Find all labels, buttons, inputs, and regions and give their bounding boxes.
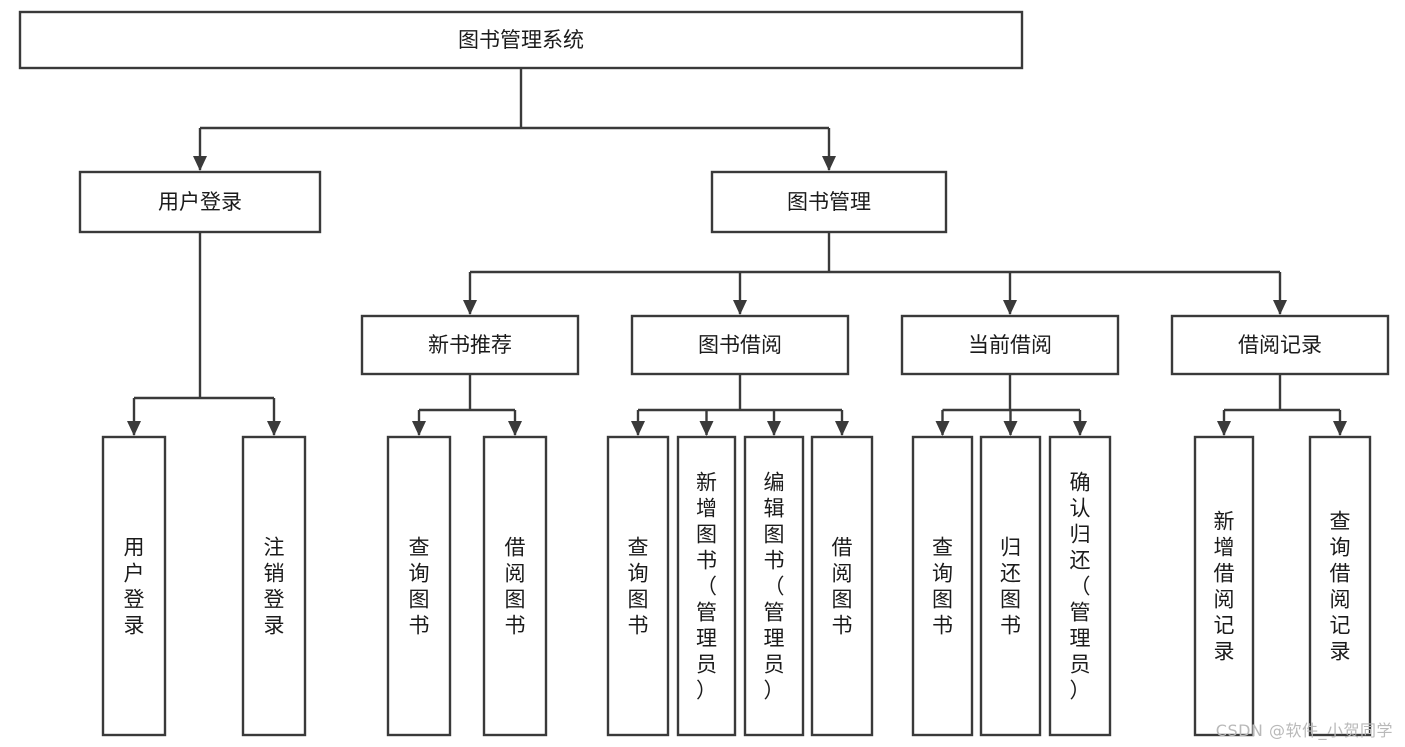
node-borrow-record[interactable]: 借阅记录 bbox=[1170, 314, 1390, 376]
leafgrp-borrow-record-arrow-1 bbox=[1333, 421, 1347, 436]
node-leaf-add-book-rect[interactable] bbox=[676, 435, 737, 737]
node-leaf-user-login-label: 用户登录 bbox=[124, 535, 145, 637]
node-current-borrow-label: 当前借阅 bbox=[968, 333, 1052, 357]
node-user-login-rect[interactable] bbox=[78, 170, 322, 234]
node-leaf-confirm-return-label: 确认归还（管理员） bbox=[1070, 470, 1091, 702]
node-leaf-query-book-2-label: 查询图书 bbox=[628, 535, 649, 637]
csdn-watermark: CSDN @软件_小贺同学 bbox=[1215, 721, 1393, 740]
node-leaf-user-logout-label: 注销登录 bbox=[264, 535, 285, 637]
node-root-system-rect[interactable] bbox=[18, 10, 1024, 70]
node-leaf-return-book-rect[interactable] bbox=[979, 435, 1042, 737]
node-borrow-record-label: 借阅记录 bbox=[1238, 333, 1322, 357]
node-leaf-query-book-3-label: 查询图书 bbox=[932, 535, 953, 637]
node-leaf-add-record-label: 新增借阅记录 bbox=[1214, 509, 1235, 663]
node-leaf-query-book-3[interactable]: 查询图书 bbox=[911, 435, 974, 737]
leafgrp-book-borrow-arrow-1 bbox=[699, 421, 714, 436]
node-leaf-add-record[interactable]: 新增借阅记录 bbox=[1193, 435, 1255, 737]
node-leaf-user-logout-rect[interactable] bbox=[241, 435, 307, 737]
leafgrp-borrow-record-arrow-0 bbox=[1217, 421, 1231, 436]
node-user-login-label: 用户登录 bbox=[158, 190, 242, 214]
book-manage-arrow-2 bbox=[1003, 300, 1017, 315]
node-leaf-borrow-book-1-rect[interactable] bbox=[482, 435, 548, 737]
node-leaf-add-record-rect[interactable] bbox=[1193, 435, 1255, 737]
leafgrp-book-borrow-arrow-3 bbox=[835, 421, 849, 436]
node-user-login[interactable]: 用户登录 bbox=[78, 170, 322, 234]
node-book-manage-rect[interactable] bbox=[710, 170, 948, 234]
node-leaf-user-logout[interactable]: 注销登录 bbox=[241, 435, 307, 737]
book-manage-arrow-3 bbox=[1273, 300, 1287, 315]
node-leaf-query-book-3-rect[interactable] bbox=[911, 435, 974, 737]
node-leaf-add-book-label: 新增图书（管理员） bbox=[696, 470, 717, 702]
node-current-borrow-rect[interactable] bbox=[900, 314, 1120, 376]
node-book-borrow[interactable]: 图书借阅 bbox=[630, 314, 850, 376]
node-book-manage-label: 图书管理 bbox=[787, 190, 871, 214]
node-leaf-edit-book[interactable]: 编辑图书（管理员） bbox=[743, 435, 805, 737]
leafgrp-current-borrow-arrow-0 bbox=[935, 421, 950, 436]
leafgrp-book-borrow-arrow-0 bbox=[631, 421, 645, 436]
node-leaf-user-login-rect[interactable] bbox=[101, 435, 167, 737]
node-leaf-query-record-rect[interactable] bbox=[1308, 435, 1372, 737]
book-manage-arrow-0 bbox=[463, 300, 477, 315]
node-new-book-rec[interactable]: 新书推荐 bbox=[360, 314, 580, 376]
node-borrow-record-rect[interactable] bbox=[1170, 314, 1390, 376]
node-leaf-confirm-return-rect[interactable] bbox=[1048, 435, 1112, 737]
node-root-system-label: 图书管理系统 bbox=[458, 28, 584, 52]
node-leaf-borrow-book-2-rect[interactable] bbox=[810, 435, 874, 737]
root-arrow-0 bbox=[193, 156, 207, 171]
node-leaf-query-book-1-label: 查询图书 bbox=[409, 535, 430, 637]
connectors-layer bbox=[127, 68, 1347, 436]
node-leaf-user-login[interactable]: 用户登录 bbox=[101, 435, 167, 737]
node-leaf-return-book-label: 归还图书 bbox=[1000, 535, 1021, 637]
node-book-manage[interactable]: 图书管理 bbox=[710, 170, 948, 234]
node-leaf-confirm-return[interactable]: 确认归还（管理员） bbox=[1048, 435, 1112, 737]
node-leaf-query-book-2-rect[interactable] bbox=[606, 435, 670, 737]
node-book-borrow-rect[interactable] bbox=[630, 314, 850, 376]
node-leaf-borrow-book-1[interactable]: 借阅图书 bbox=[482, 435, 548, 737]
node-root-system[interactable]: 图书管理系统 bbox=[18, 10, 1024, 70]
leafgrp-current-borrow-arrow-2 bbox=[1073, 421, 1087, 436]
node-leaf-edit-book-rect[interactable] bbox=[743, 435, 805, 737]
node-leaf-query-book-1-rect[interactable] bbox=[386, 435, 452, 737]
node-leaf-borrow-book-1-label: 借阅图书 bbox=[505, 535, 526, 637]
node-leaf-query-book-2[interactable]: 查询图书 bbox=[606, 435, 670, 737]
node-leaf-query-record[interactable]: 查询借阅记录 bbox=[1308, 435, 1372, 737]
root-arrow-1 bbox=[822, 156, 836, 171]
leafgrp-book-borrow-arrow-2 bbox=[767, 421, 781, 436]
node-book-borrow-label: 图书借阅 bbox=[698, 333, 782, 357]
node-current-borrow[interactable]: 当前借阅 bbox=[900, 314, 1120, 376]
leafgrp-user-login-arrow-0 bbox=[127, 421, 141, 436]
node-leaf-edit-book-label: 编辑图书（管理员） bbox=[764, 470, 785, 702]
node-new-book-rec-label: 新书推荐 bbox=[428, 333, 512, 357]
node-new-book-rec-rect[interactable] bbox=[360, 314, 580, 376]
node-leaf-query-book-1[interactable]: 查询图书 bbox=[386, 435, 452, 737]
book-manage-arrow-1 bbox=[733, 300, 747, 315]
leafgrp-current-borrow-arrow-1 bbox=[1003, 421, 1018, 436]
nodes-layer: 图书管理系统用户登录图书管理新书推荐图书借阅当前借阅借阅记录用户登录注销登录查询… bbox=[18, 10, 1390, 737]
leafgrp-user-login-arrow-1 bbox=[267, 421, 281, 436]
node-leaf-borrow-book-2[interactable]: 借阅图书 bbox=[810, 435, 874, 737]
node-leaf-query-record-label: 查询借阅记录 bbox=[1330, 509, 1351, 663]
node-leaf-borrow-book-2-label: 借阅图书 bbox=[832, 535, 853, 637]
node-leaf-add-book[interactable]: 新增图书（管理员） bbox=[676, 435, 737, 737]
node-leaf-return-book[interactable]: 归还图书 bbox=[979, 435, 1042, 737]
leafgrp-new-book-rec-arrow-1 bbox=[508, 421, 522, 436]
leafgrp-new-book-rec-arrow-0 bbox=[412, 421, 426, 436]
